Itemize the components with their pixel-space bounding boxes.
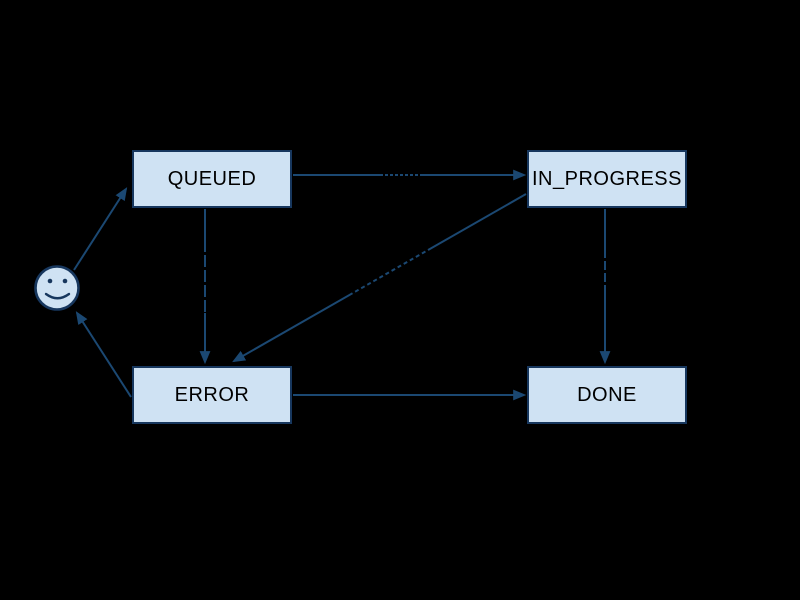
edge-in-progress-to-error	[232, 193, 527, 363]
node-queued-label: QUEUED	[167, 167, 257, 190]
edge-error-to-start	[75, 311, 132, 398]
edge-label-overlap-marks	[203, 173, 607, 313]
start-state-smiley-icon	[34, 265, 80, 311]
smiley-mouth	[44, 292, 71, 300]
node-in-progress: IN_PROGRESS	[527, 150, 687, 208]
smiley-right-eye	[62, 278, 68, 284]
node-queued: QUEUED	[132, 150, 292, 208]
node-error-label: ERROR	[174, 383, 250, 406]
edge-start-to-queued	[73, 187, 128, 271]
node-error: ERROR	[132, 366, 292, 424]
smiley-left-eye	[47, 278, 53, 284]
node-in-progress-label: IN_PROGRESS	[532, 167, 682, 190]
node-done-label: DONE	[577, 383, 637, 406]
node-done: DONE	[527, 366, 687, 424]
